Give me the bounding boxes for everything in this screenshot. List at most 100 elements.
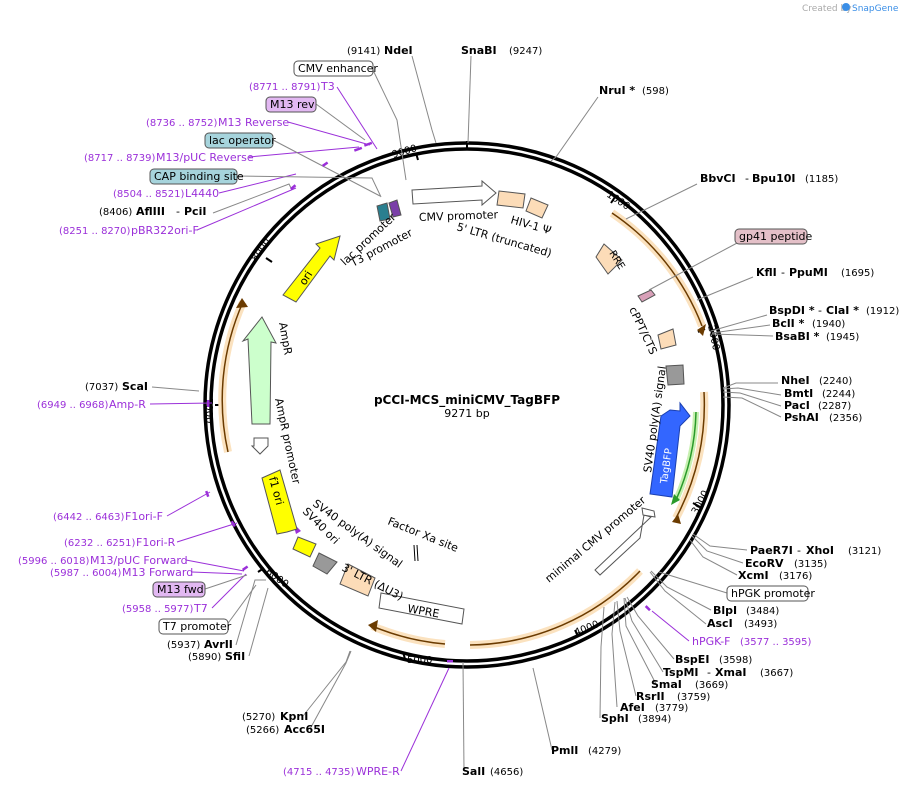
paer7i-label: PaeR7I (750, 544, 793, 557)
afliii-dash: - (176, 205, 180, 218)
sv40pa-right-box (665, 364, 685, 386)
ori-arrow (282, 235, 341, 303)
bspei-label: BspEI (675, 653, 709, 666)
snapgene-logo-icon (842, 3, 850, 11)
m13pucforward-pos: (5996 .. 6018) (18, 556, 90, 567)
xcmi-label: XcmI (738, 569, 769, 582)
nrui-pos: (598) (642, 86, 669, 97)
primer-labels: (8771 .. 8791) T3 (8736 .. 8752) M13 Rev… (18, 80, 812, 778)
tick-7000: 7000 (203, 398, 214, 423)
wpre-label: WPRE (406, 602, 440, 620)
t7-pos: (5958 .. 5977) (122, 604, 194, 615)
afei-pos: (3779) (655, 703, 688, 714)
pshai-label: PshAI (784, 411, 819, 424)
ltr3-box (339, 563, 376, 597)
minimal-cmv-head (641, 507, 656, 518)
bspdi-dash: - (818, 304, 822, 317)
l4440-label: L4440 (185, 187, 219, 200)
snapgene-credit: Created by SnapGene (802, 3, 899, 14)
rsrii-pos: (3759) (677, 692, 710, 703)
sali-label: SalI (462, 765, 485, 778)
pmli-label: PmlI (551, 744, 578, 757)
cmv-promoter-label: CMV promoter (419, 208, 499, 224)
ampr-primer-label: Amp-R (109, 398, 146, 411)
boxed-labels: CMV enhancer M13 rev lac operator CAP bi… (149, 60, 815, 635)
bspdi-label: BspDI * (769, 304, 815, 317)
boxlabel-leaders (204, 67, 740, 627)
sphi-pos: (3894) (638, 714, 671, 725)
f1orif-label: F1ori-F (125, 510, 163, 523)
gp41-label-box (734, 228, 808, 245)
primer-leaders (149, 86, 690, 772)
afliii-pos: (8406) (99, 207, 132, 218)
enzyme-labels: (9141) NdeI SnaBI (9247) NruI * (598) Bb… (85, 44, 899, 778)
map-title: pCCI-MCS_miniCMV_TagBFP 9271 bp (374, 393, 560, 420)
cmv-enhancer-label: CMV enhancer (298, 62, 378, 75)
paci-pos: (2287) (818, 401, 851, 412)
t7-promoter-box (158, 618, 229, 635)
paer7i-pos: (3121) (848, 546, 881, 557)
cmv-enhancer-box (293, 60, 374, 77)
ndei-label: NdeI (384, 44, 413, 57)
ampr-arrow (241, 316, 277, 425)
afliii-label: AflIII (136, 205, 165, 218)
f1orir-pos: (6232 .. 6251) (64, 538, 136, 549)
rre-box (595, 243, 623, 275)
plasmid-name: pCCI-MCS_miniCMV_TagBFP (374, 393, 560, 408)
blpi-pos: (3484) (746, 606, 779, 617)
lac-operator-label-box (204, 132, 274, 149)
primer-site-marks (205, 141, 651, 663)
kpni-pos: (5270) (242, 712, 275, 723)
hpgk-box (726, 585, 809, 602)
m13fwd-label: M13 fwd (157, 583, 204, 596)
sali-pos: (4656) (490, 767, 523, 778)
orf-arc-gag (609, 209, 706, 328)
asci-pos: (3493) (744, 619, 777, 630)
pbr322ori-pos: (8251 .. 8270) (59, 226, 131, 237)
nhei-label: NheI (781, 374, 810, 387)
m13fwd-box (152, 581, 206, 598)
orf-arc-2-line (675, 391, 706, 519)
asci-label: AscI (707, 617, 733, 630)
pmli-pos: (4279) (588, 746, 621, 757)
f1ori-arrow (261, 469, 298, 535)
bspdi-pos: (1912) (866, 306, 899, 317)
enzyme-leaders (151, 55, 782, 772)
smai-label: SmaI (651, 678, 682, 691)
avrii-pos: (5937) (167, 640, 200, 651)
tagbfp-label: TagBFP (659, 448, 675, 486)
clai-label: ClaI * (826, 304, 859, 317)
hpgk-label: hPGK promoter (731, 587, 815, 600)
ecorv-label: EcoRV (745, 557, 784, 570)
factor-xa-mark-2 (416, 544, 419, 562)
afei-label: AfeI (620, 701, 645, 714)
factor-xa-label: Factor Xa site (386, 515, 460, 555)
m13pucreverse-label: M13/pUC Reverse (156, 151, 254, 164)
nhei-pos: (2240) (819, 376, 852, 387)
m13rev-label: M13 rev (270, 98, 315, 111)
ltr5-box (496, 190, 526, 209)
tick-2000: 2000 (705, 324, 721, 351)
features (241, 179, 691, 625)
sv40pa-left-box (312, 552, 338, 575)
wpre-box (378, 592, 465, 625)
sphi-label: SphI (601, 712, 629, 725)
cppt-cts-box (657, 328, 677, 350)
wprer-pos: (4715 .. 4735) (283, 767, 355, 778)
t7-label: T7 (193, 602, 208, 615)
bpu10i-label: Bpu10I (752, 172, 796, 185)
xhoi-label: XhoI (806, 544, 834, 557)
acc65i-pos: (5266) (246, 725, 279, 736)
paci-label: PacI (784, 399, 810, 412)
cap-box (149, 168, 238, 185)
kfli-dash: - (781, 266, 785, 279)
sfii-pos: (5890) (188, 652, 221, 663)
bbvci-pos: (1185) (805, 174, 838, 185)
m13rev-box (265, 96, 317, 113)
kpni-label: KpnI (280, 710, 308, 723)
tspmi-pos: (3667) (760, 668, 793, 679)
bcli-pos: (1940) (812, 319, 845, 330)
ppumi-label: PpuMI (789, 266, 828, 279)
f1orir-label: F1ori-R (136, 536, 176, 549)
